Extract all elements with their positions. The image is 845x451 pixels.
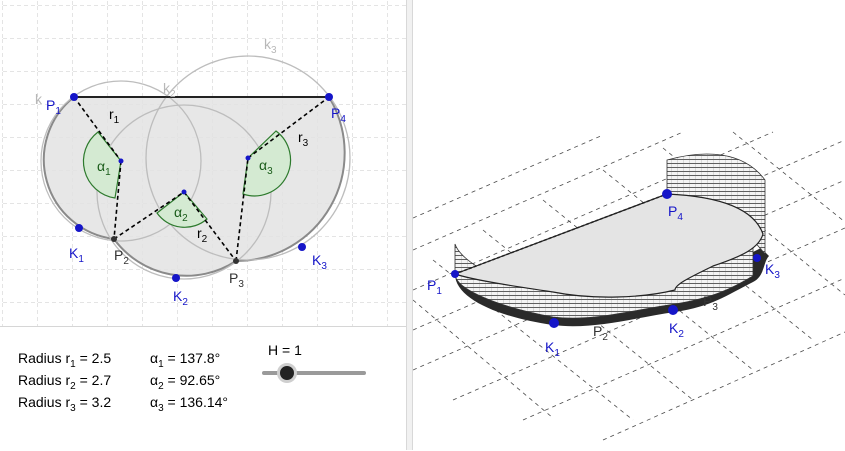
solid-top-face[interactable]	[453, 193, 764, 298]
radius-r2-text: Radius r2 = 2.7	[18, 372, 112, 392]
slider-h-track[interactable]	[262, 371, 366, 375]
point-label-k3: K3	[312, 252, 327, 272]
point3d-k1[interactable]	[549, 318, 559, 328]
point-p4[interactable]	[325, 93, 333, 101]
radius-r1-text: Radius r1 = 2.5	[18, 350, 112, 370]
segment-r2-a[interactable]	[113, 191, 185, 240]
graphics-view-2d[interactable]: k k2 k3 P1 P4 P2 P3 K1 K2 K3 r1 r2 r3 α1…	[0, 0, 406, 326]
point-label-k2: K2	[173, 288, 188, 308]
graphics-view-3d[interactable]: P1 P4 K1 K2 K3 P2 P3	[413, 0, 845, 450]
angle-label-alpha2: α2	[174, 204, 188, 224]
point3d-label-k1: K1	[545, 339, 560, 359]
top-edge-p1-p4	[454, 193, 668, 275]
circle-label-k1: k	[35, 91, 43, 107]
angle-label-alpha3: α3	[259, 157, 273, 177]
center-point-1[interactable]	[118, 158, 124, 164]
slider-h-handle[interactable]	[277, 363, 297, 383]
point-label-p4: P4	[331, 105, 346, 125]
point3d-p1[interactable]	[451, 270, 459, 278]
point3d-label-k2: K2	[669, 320, 684, 340]
point3d-k3[interactable]	[753, 254, 761, 262]
circle-k1[interactable]	[40, 80, 202, 242]
circle-k3[interactable]	[145, 55, 351, 261]
segment-r2-b[interactable]	[183, 191, 237, 262]
radius-r3-text: Radius r3 = 3.2	[18, 394, 112, 414]
segment-label-r3: r3	[298, 129, 309, 149]
angle-alpha2-text: α2 = 92.65°	[150, 372, 221, 392]
point-p2[interactable]	[111, 236, 117, 242]
segment-r1-b[interactable]	[113, 160, 122, 240]
angle-sector-alpha2[interactable]	[156, 191, 208, 228]
point3d-label-p4: P4	[668, 203, 683, 223]
point-k3[interactable]	[298, 243, 306, 251]
circle-label-k3: k3	[264, 36, 277, 56]
point-p3[interactable]	[233, 258, 239, 264]
center-point-3[interactable]	[245, 155, 251, 161]
segment-r3-b[interactable]	[247, 96, 330, 159]
point-label-p3: P3	[229, 270, 244, 290]
point-label-p2: P2	[114, 247, 129, 267]
segment-label-r1: r1	[109, 106, 120, 126]
angle-sector-alpha1[interactable]	[82, 131, 122, 199]
graphics-2d-canvas[interactable]: k k2 k3 P1 P4 P2 P3 K1 K2 K3 r1 r2 r3 α1…	[0, 0, 406, 326]
angle-label-alpha1: α1	[97, 158, 111, 178]
point-p1[interactable]	[70, 93, 78, 101]
angle-alpha3-text: α3 = 136.14°	[150, 394, 229, 414]
point3d-p4[interactable]	[662, 189, 672, 199]
point3d-label-k3: K3	[765, 261, 780, 281]
angle-alpha1-text: α1 = 137.8°	[150, 350, 221, 370]
point3d-k2[interactable]	[668, 305, 678, 315]
center-point-2[interactable]	[181, 189, 187, 195]
angle-sector-alpha3[interactable]	[242, 130, 292, 197]
point-k2[interactable]	[172, 274, 180, 282]
segment-r1-a[interactable]	[73, 96, 122, 162]
algebra-panel	[0, 326, 406, 451]
slider-h-label: H = 1	[268, 342, 302, 358]
point-label-k1: K1	[69, 245, 84, 265]
segment-label-r2: r2	[197, 225, 208, 245]
point3d-label-p3: P3	[703, 293, 718, 313]
graphics-3d-canvas[interactable]: P1 P4 K1 K2 K3 P2 P3	[413, 0, 845, 450]
segment-r3-a[interactable]	[235, 157, 249, 262]
circle-label-k2: k2	[163, 80, 176, 100]
view-divider[interactable]	[406, 0, 413, 450]
point3d-label-p2: P2	[593, 323, 608, 343]
point-label-p1: P1	[46, 97, 61, 117]
point3d-label-p1: P1	[427, 277, 442, 297]
point-k1[interactable]	[75, 224, 83, 232]
